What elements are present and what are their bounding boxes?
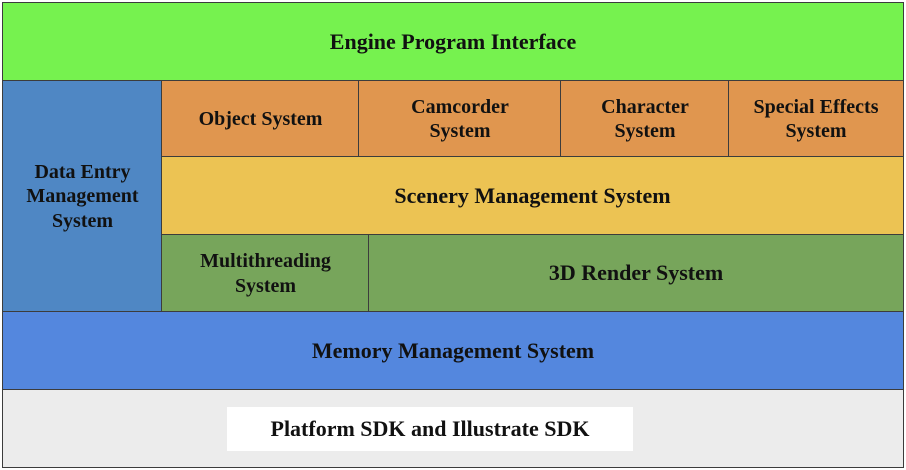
- platform-sdk-box: Platform SDK and Illustrate SDK: [227, 407, 633, 451]
- data-entry-management-label: Data Entry Management System: [26, 160, 139, 232]
- scenery-management-system-block: Scenery Management System: [161, 156, 904, 236]
- special-effects-system-label: Special Effects System: [753, 95, 879, 142]
- multithreading-system-block: Multithreading System: [161, 234, 370, 313]
- scenery-management-system-label: Scenery Management System: [394, 182, 671, 208]
- render-system-3d-block: 3D Render System: [368, 234, 904, 313]
- engine-program-interface-block: Engine Program Interface: [2, 2, 904, 82]
- render-system-3d-label: 3D Render System: [548, 260, 724, 286]
- camcorder-system-label: Camcorder System: [411, 95, 509, 142]
- object-system-label: Object System: [198, 107, 323, 130]
- object-system-block: Object System: [161, 80, 360, 158]
- character-system-label: Character System: [601, 95, 689, 142]
- character-system-block: Character System: [560, 80, 730, 158]
- camcorder-system-block: Camcorder System: [358, 80, 562, 158]
- data-entry-management-block: Data Entry Management System: [2, 80, 163, 313]
- engine-program-interface-label: Engine Program Interface: [329, 28, 577, 54]
- memory-management-system-label: Memory Management System: [311, 337, 595, 363]
- memory-management-system-block: Memory Management System: [2, 311, 904, 391]
- special-effects-system-block: Special Effects System: [728, 80, 904, 158]
- platform-sdk-label: Platform SDK and Illustrate SDK: [270, 416, 590, 441]
- multithreading-system-label: Multithreading System: [200, 250, 331, 297]
